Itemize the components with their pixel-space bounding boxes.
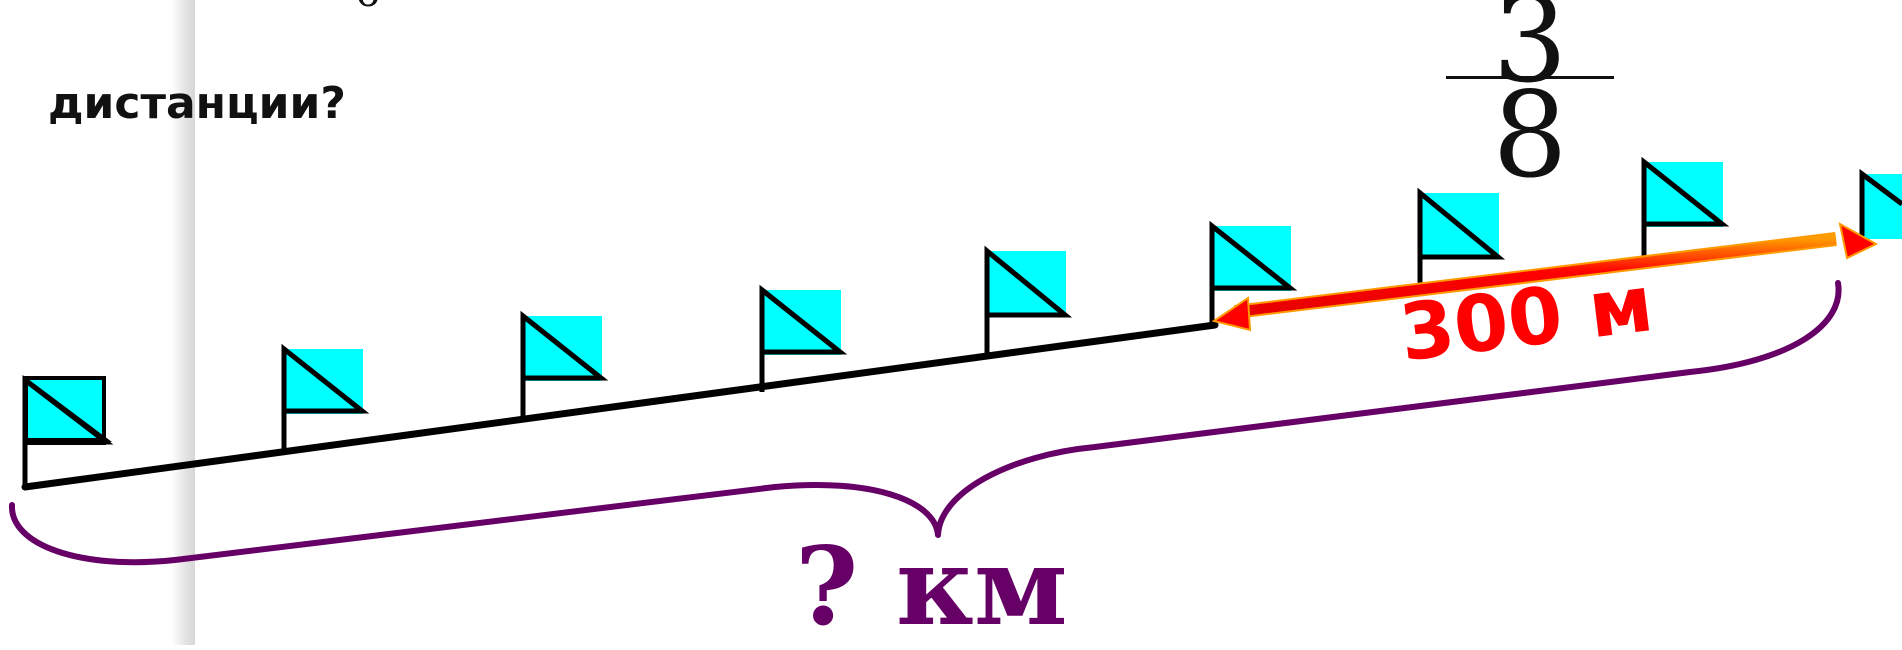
question-top-fragment: 6 (355, 0, 380, 16)
brace (8, 280, 1842, 566)
fraction-denominator: 8 (1492, 66, 1568, 204)
flags-outline-top (281, 156, 1902, 452)
question-text: дистанции? (48, 78, 346, 129)
distance-arrow (1211, 222, 1879, 332)
track-line (21, 321, 1219, 491)
flags-fill-overlay (284, 165, 1902, 409)
fraction-bar (1446, 76, 1614, 79)
total-distance-label: ? км (795, 524, 1068, 650)
fraction: 3 8 (1440, 0, 1620, 204)
